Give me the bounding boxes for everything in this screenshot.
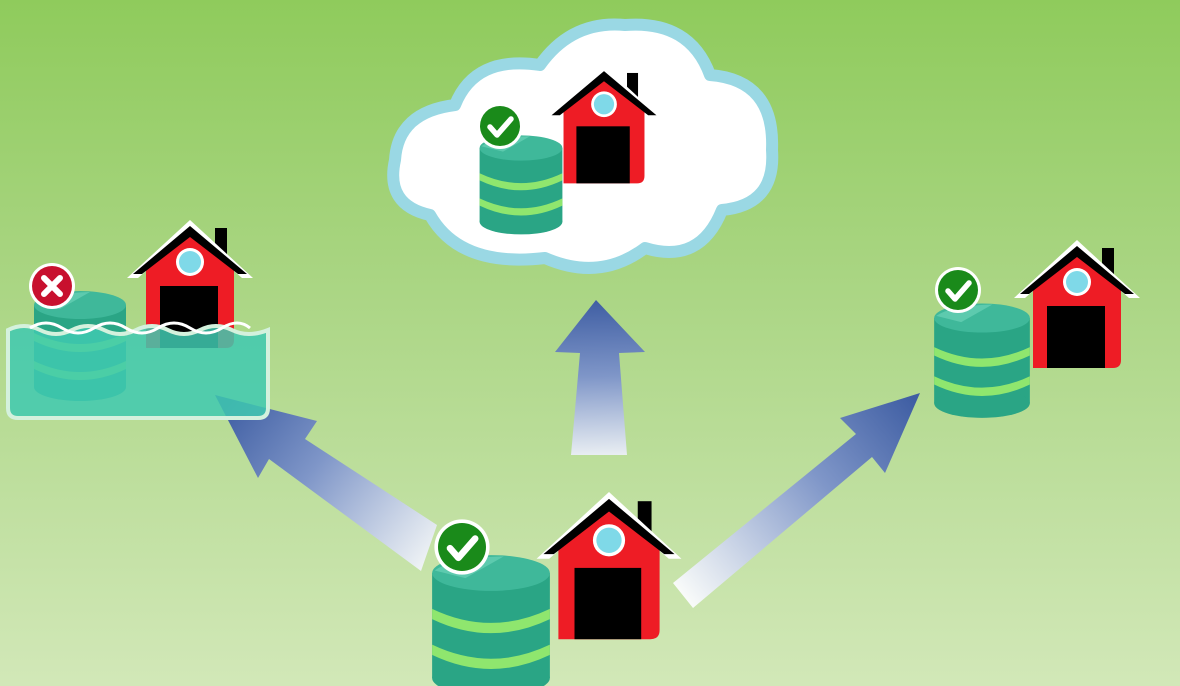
house-icon [537, 492, 682, 639]
flood-icon [8, 323, 268, 418]
flooded-site [8, 220, 268, 418]
cloud-site [393, 25, 772, 268]
check-icon [434, 519, 489, 574]
arrow-icon [555, 300, 645, 455]
remote-site [934, 240, 1140, 418]
database-icon [934, 303, 1030, 417]
arrow-icon [215, 395, 437, 571]
x-icon [29, 263, 75, 309]
check-icon [935, 267, 981, 313]
house-icon [1014, 240, 1140, 368]
arrow-icon [673, 393, 920, 608]
database-icon [432, 555, 550, 686]
database-icon [480, 135, 563, 234]
check-icon [477, 103, 523, 149]
primary-site [432, 492, 681, 686]
